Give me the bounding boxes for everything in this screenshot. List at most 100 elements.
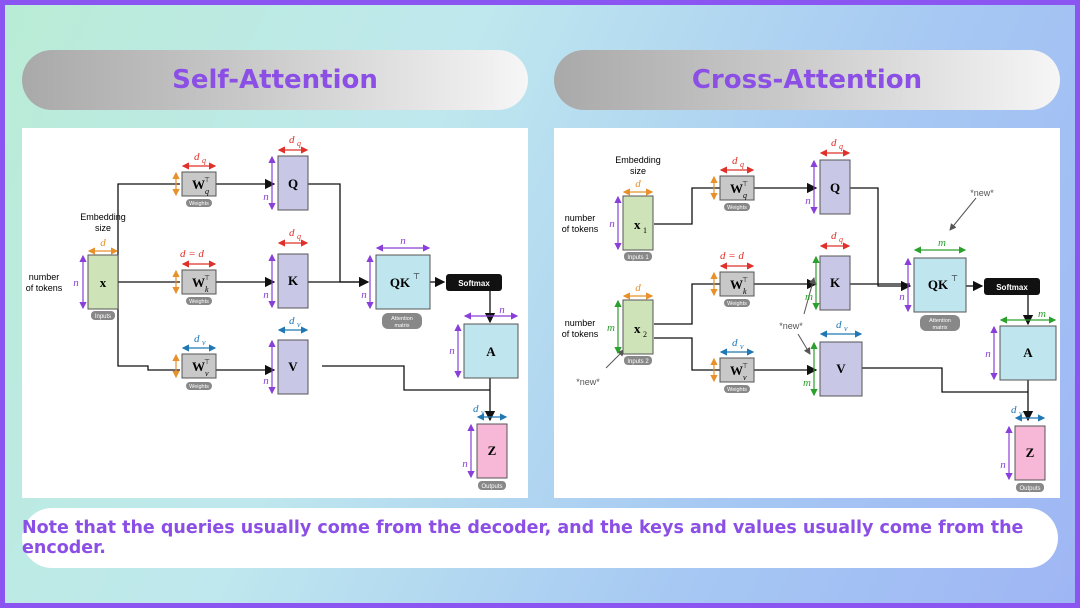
embedding-size-line1: Embedding (615, 155, 661, 165)
v-label: V (836, 361, 846, 376)
wq-sup: ⊤ (204, 176, 210, 184)
k-dq-sub: q (839, 235, 843, 244)
wq-box (181, 171, 217, 197)
wq-label: W (192, 177, 205, 192)
z-n-label: n (462, 458, 468, 470)
input-x-label: x (100, 275, 107, 290)
new-arrow-x2 (605, 349, 625, 369)
v-box (819, 341, 863, 397)
attention-matrix-line1: Attention (929, 318, 951, 324)
wv-dv-sub: v (202, 338, 206, 347)
cross-attention-title: Cross-Attention (691, 65, 923, 95)
qk-box (913, 257, 967, 313)
wv-box (181, 353, 217, 379)
d-dim-label: d (100, 237, 106, 249)
self-attention-panel: x Inputs Embedding size d n number of to… (22, 128, 528, 498)
wq-dq-label: d (732, 155, 738, 167)
q-dq-sub: q (839, 142, 843, 151)
x1-sub: 1 (643, 226, 647, 235)
inputs1-label: Inputs 1 (627, 255, 649, 261)
wv-weights-label: Weights (189, 384, 209, 390)
x1-n-label: n (609, 218, 615, 230)
embedding-size-line2: size (630, 166, 646, 176)
inputs-badge-label: Inputs (95, 314, 111, 320)
x1-d-label: d (635, 178, 641, 190)
line-x1-to-wq (654, 187, 720, 225)
self-attention-title-pill: Self-Attention (22, 50, 528, 110)
softmax-label: Softmax (458, 279, 490, 288)
attention-matrix-line2: matrix (933, 325, 948, 331)
outputs-badge (1016, 483, 1044, 492)
tokens1-line1: number (565, 213, 596, 223)
v-dv-label: d (289, 315, 295, 327)
a-box (463, 323, 519, 379)
inputs2-badge (624, 356, 652, 365)
q-box (277, 155, 309, 211)
qk-label: QK (390, 275, 411, 290)
x2-m-label: m (607, 322, 615, 334)
new-label-kv: *new* (779, 321, 803, 331)
wv-sub: v (743, 373, 747, 382)
wk-sup: ⊤ (204, 274, 210, 282)
v-dv-label: d (836, 319, 842, 331)
wq-label: W (730, 181, 743, 196)
tokens2-line1: number (565, 318, 596, 328)
cross-attention-title-pill: Cross-Attention (554, 50, 1060, 110)
outputs-label: Outputs (1019, 486, 1040, 492)
x2-box (622, 299, 654, 355)
wk-dk-eq-dq: d = d (720, 250, 744, 262)
k-dq-label: d (289, 227, 295, 239)
arrow-q-to-qk (308, 183, 370, 288)
z-box (1014, 425, 1046, 481)
qk-label: QK (928, 277, 949, 292)
z-dv-label: d (473, 403, 479, 415)
n-dim-label-x: n (73, 277, 79, 289)
wq-dq-sub: q (202, 156, 206, 165)
v-box (277, 339, 309, 395)
attention-matrix-badge (920, 315, 960, 331)
wv-sub: v (205, 369, 209, 378)
wk-label: W (730, 277, 743, 292)
line-x2-to-wv (654, 337, 720, 371)
v-m-label: m (803, 377, 811, 389)
wv-label: W (730, 363, 743, 378)
wk-sup: ⊤ (742, 276, 748, 284)
wv-weights-label: Weights (727, 387, 747, 393)
wq-box (719, 175, 755, 201)
k-label: K (288, 273, 299, 288)
v-dv-sub: v (844, 324, 848, 333)
wk-sub: k (743, 287, 747, 296)
a-box (999, 325, 1057, 381)
v-n-label: n (263, 375, 269, 387)
k-box (277, 253, 309, 309)
wq-dq-sub: q (740, 160, 744, 169)
wq-weights-badge (724, 203, 750, 211)
wk-weights-badge (186, 297, 212, 305)
line-x-to-wv (117, 282, 180, 371)
z-box (476, 423, 508, 479)
q-n-label: n (805, 195, 811, 207)
q-dq-label: d (831, 137, 837, 149)
wv-sup: ⊤ (742, 362, 748, 370)
wq-weights-label: Weights (189, 201, 209, 207)
new-arrow-k (803, 277, 816, 315)
cross-attention-panel: *new* *new* *new* Embedding size d x 1 I… (554, 128, 1060, 498)
wv-dv-sub: v (740, 342, 744, 351)
wv-dv-label: d (194, 333, 200, 345)
attention-matrix-badge (382, 313, 422, 329)
k-dq-sub: q (297, 232, 301, 241)
x1-label: x (634, 217, 641, 232)
self-attention-title: Self-Attention (172, 65, 378, 95)
v-dv-sub: v (297, 320, 301, 329)
k-box (819, 255, 851, 311)
x1-box (622, 195, 654, 251)
line-v-to-z (862, 367, 1028, 393)
x2-sub: 2 (643, 330, 647, 339)
wv-dv-label: d (732, 337, 738, 349)
q-box (819, 159, 851, 215)
k-label: K (830, 275, 841, 290)
a-n-label-left: n (449, 345, 455, 357)
new-arrow-qk (949, 197, 977, 231)
wv-weights-badge (724, 385, 750, 393)
tokens-line1: number (29, 272, 60, 282)
